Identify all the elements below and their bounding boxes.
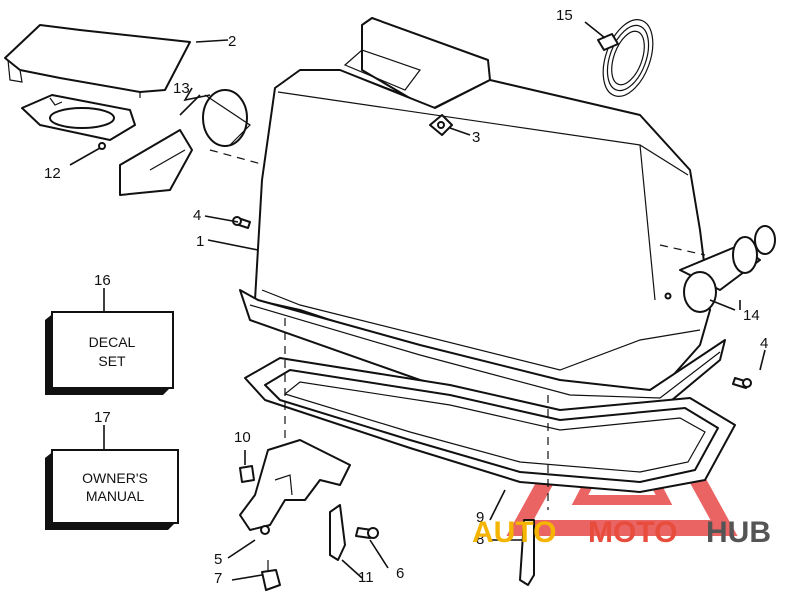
side-discs-14	[664, 225, 776, 313]
decal-line-2: SET	[98, 353, 126, 369]
manual-line-1: OWNER'S	[82, 470, 148, 486]
decal-plate-13	[119, 89, 251, 196]
clip-11	[329, 504, 346, 561]
screw-icon	[232, 216, 251, 229]
decal-set-box: DECAL SET	[45, 311, 174, 395]
bolt-icon	[261, 560, 281, 591]
callout-1: 1	[196, 233, 204, 250]
grommet-plate	[21, 94, 136, 150]
cable-harness	[597, 19, 654, 97]
watermark-text: AUTO MOTO HUB	[472, 516, 771, 549]
callout-4b: 4	[760, 335, 768, 352]
callout-4a: 4	[193, 207, 201, 224]
owners-manual-box: OWNER'S MANUAL	[45, 449, 179, 530]
watermark-auto: AUTO	[472, 516, 556, 549]
callout-17: 17	[94, 409, 111, 426]
callout-12: 12	[44, 165, 61, 182]
bolt-icon	[355, 527, 379, 539]
watermark-hub: HUB	[706, 516, 771, 549]
callout-14: 14	[743, 307, 760, 324]
decal-line-1: DECAL	[89, 334, 136, 350]
callout-9: 9	[476, 509, 484, 526]
bracket-5	[239, 439, 351, 535]
clip-icon	[239, 465, 255, 483]
watermark-moto: MOTO	[588, 516, 677, 549]
callout-5: 5	[214, 551, 222, 568]
latch-3	[429, 114, 453, 136]
callout-15: 15	[556, 7, 573, 24]
seal-ring	[244, 357, 736, 493]
callout-10: 10	[234, 429, 251, 446]
callout-7: 7	[214, 570, 222, 587]
callout-8: 8	[476, 531, 484, 548]
callout-2: 2	[228, 33, 236, 50]
callout-3: 3	[472, 129, 480, 146]
alignment-line	[209, 149, 266, 166]
engine-cowl	[239, 17, 726, 421]
leader-lines	[69, 21, 766, 581]
callout-11: 11	[358, 569, 374, 586]
callout-labels: 1 2 3 4 4 5 6 7 8 9 10 11 12 13 14 15 16…	[44, 7, 768, 587]
callout-16: 16	[94, 272, 111, 289]
intake-cover	[4, 24, 191, 98]
callout-13: 13	[173, 80, 190, 97]
screw-icon	[732, 377, 752, 389]
manual-line-2: MANUAL	[86, 488, 145, 504]
alignment-line	[659, 244, 706, 256]
hanger-8	[519, 519, 535, 586]
callout-6: 6	[396, 565, 404, 582]
